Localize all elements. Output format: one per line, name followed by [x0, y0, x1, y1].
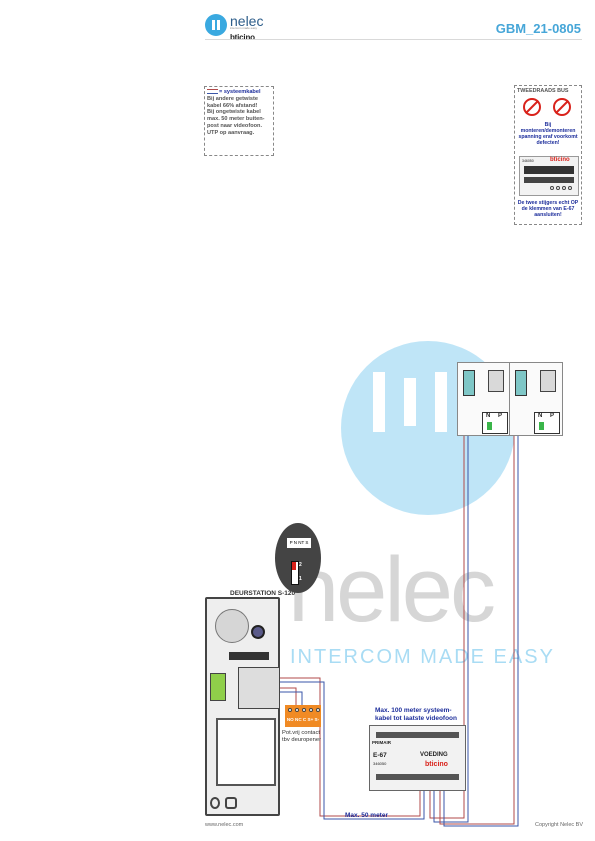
psu-terminal-strip [376, 774, 459, 780]
watermark-tagline: INTERCOM MADE EASY [290, 646, 555, 668]
legend-title-row: = systeemkabel [207, 89, 271, 96]
contact-terminal [309, 708, 313, 712]
two-wire-bus-box: TWEEDRAADS BUS Bij monteren/demonteren s… [514, 85, 582, 225]
contact-caption-line: Pot.vrij contact [282, 730, 321, 736]
np-terminal-block: N P [482, 412, 508, 434]
legend-title: = systeemkabel [219, 89, 261, 95]
jumper-icon [539, 422, 544, 430]
legend-line: Bij ongetwiste kabel [207, 109, 261, 116]
dip-switch-icon [291, 561, 299, 585]
video-monitor-2: N P [509, 362, 563, 436]
terminal-n-label: N [486, 413, 491, 419]
monitor-screen [488, 370, 504, 392]
contact-cable-red [278, 687, 297, 705]
psu-caption: Max. 100 meter systeem- kabel tot laatst… [375, 707, 457, 723]
psu-terminal-strip [376, 732, 459, 738]
watermark-text: nelec [288, 539, 496, 641]
legend-line: Bij andere getwiste [207, 95, 258, 102]
bus-warning: Bij monteren/demonteren spanning eraf vo… [518, 122, 578, 146]
psu-model: E-67 [373, 752, 387, 759]
zoom-terminal-labels: P N NT S [287, 538, 311, 548]
camera-icon [251, 625, 265, 639]
speaker-icon [215, 609, 249, 643]
bus-terminal [556, 186, 560, 190]
contact-caption-line: tbv deuropener [282, 737, 321, 743]
door-station-terminal-green [210, 673, 226, 701]
footer-website[interactable]: www.nelec.com [205, 822, 244, 828]
psu-code: 346050 [373, 761, 387, 766]
door-station-connector [229, 652, 269, 660]
switch-label-1: 1 [299, 576, 302, 582]
door-station-title: DEURSTATION S-120 [230, 590, 296, 597]
logo-brand: bticino [230, 33, 255, 42]
contact-caption: Pot.vrij contact tbv deuropener [282, 730, 321, 744]
contact-terminal [316, 708, 320, 712]
psu-primary-label: PRIMAIR [372, 740, 391, 745]
bus-terminal [550, 186, 554, 190]
monitor-terminal-block [515, 370, 527, 396]
door-station-name-window [216, 718, 276, 786]
door-station-button [210, 797, 220, 809]
legend-line: post naar videofoon. [207, 122, 263, 129]
bus-cable-red [278, 677, 421, 817]
contact-terminal [288, 708, 292, 712]
video-monitor-1: N P [457, 362, 511, 436]
no-power-icon [523, 98, 541, 116]
bus-cable-blue [278, 681, 425, 820]
watermark-logo-bar [404, 378, 416, 426]
dip-switch-lever [292, 562, 296, 570]
riser-2-blue [443, 390, 519, 827]
watermark-logo-bar [373, 372, 385, 432]
contact-cable-blue [278, 691, 303, 705]
watermark-logo-bar [435, 372, 447, 432]
bus-box-title: TWEEDRAADS BUS [517, 88, 569, 94]
door-station-terminal-block [238, 667, 280, 709]
door-station-button [225, 797, 237, 809]
monitor-screen [540, 370, 556, 392]
distance-label: Max. 50 meter [345, 812, 388, 819]
switch-label-2: 2 [299, 562, 302, 568]
header-divider [205, 39, 582, 40]
cable-legend: = systeemkabel Bij andere getwiste kabel… [204, 86, 274, 156]
terminal-n-label: N [538, 413, 543, 419]
contact-terminal [295, 708, 299, 712]
bus-terminal [562, 186, 566, 190]
riser-1-red [429, 390, 465, 819]
no-tool-icon [553, 98, 571, 116]
legend-line: max. 50 meter buiten- [207, 116, 265, 123]
legend-line: UTP op aanvraag. [207, 129, 255, 136]
bus-terminal [568, 186, 572, 190]
riser-2-red [439, 390, 515, 825]
system-cable-swatch [207, 89, 218, 95]
module-terminal-strip [524, 166, 574, 174]
psu-brand: bticino [425, 761, 448, 768]
module-terminal-strip [524, 177, 574, 183]
monitor-terminal-block [463, 370, 475, 396]
psu-label: VOEDING [420, 752, 448, 758]
document-code: GBM_21-0805 [495, 21, 581, 36]
psu-caption-line: kabel tot laatste videofoon [375, 715, 457, 722]
terminal-p-label: P [498, 413, 503, 419]
riser-1-blue [433, 390, 469, 823]
terminal-p-label: P [550, 413, 555, 419]
relay-contact-block [285, 705, 321, 727]
logo-text: nelec [230, 13, 264, 29]
psu-caption-line: Max. 100 meter systeem- [375, 707, 452, 714]
e67-power-supply [369, 725, 466, 791]
nelec-logo-icon [205, 14, 227, 36]
jumper-icon [487, 422, 492, 430]
bus-note: De twee stijgers echt OP de klemmen van … [517, 200, 579, 218]
contact-terminal-labels: NO NC C S+ S- [286, 717, 320, 722]
module-brand: bticino [550, 157, 570, 163]
legend-line: kabel 66% afstand! [207, 102, 258, 109]
nelec-logo: nelec intercom made easy bticino [205, 13, 265, 44]
footer-copyright: Copyright Nelec BV [535, 822, 583, 828]
module-code: 346050 [522, 159, 534, 163]
np-terminal-block: N P [534, 412, 560, 434]
contact-terminal [302, 708, 306, 712]
logo-tagline: intercom made easy [230, 26, 258, 30]
e67-module-mini: 346050 bticino [519, 156, 579, 196]
